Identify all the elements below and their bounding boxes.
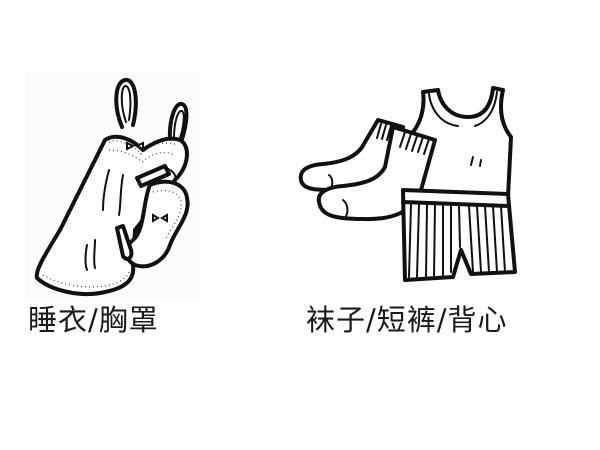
underwear-label: 袜子/短裤/背心 — [306, 303, 508, 337]
nightgown-bra-image — [25, 70, 200, 300]
nightgown-bra-icon — [34, 78, 190, 297]
nightwear-label: 睡衣/胸罩 — [28, 303, 159, 337]
socks-shorts-tanktop-icon — [298, 86, 517, 282]
socks-shorts-tanktop-image — [293, 82, 525, 287]
